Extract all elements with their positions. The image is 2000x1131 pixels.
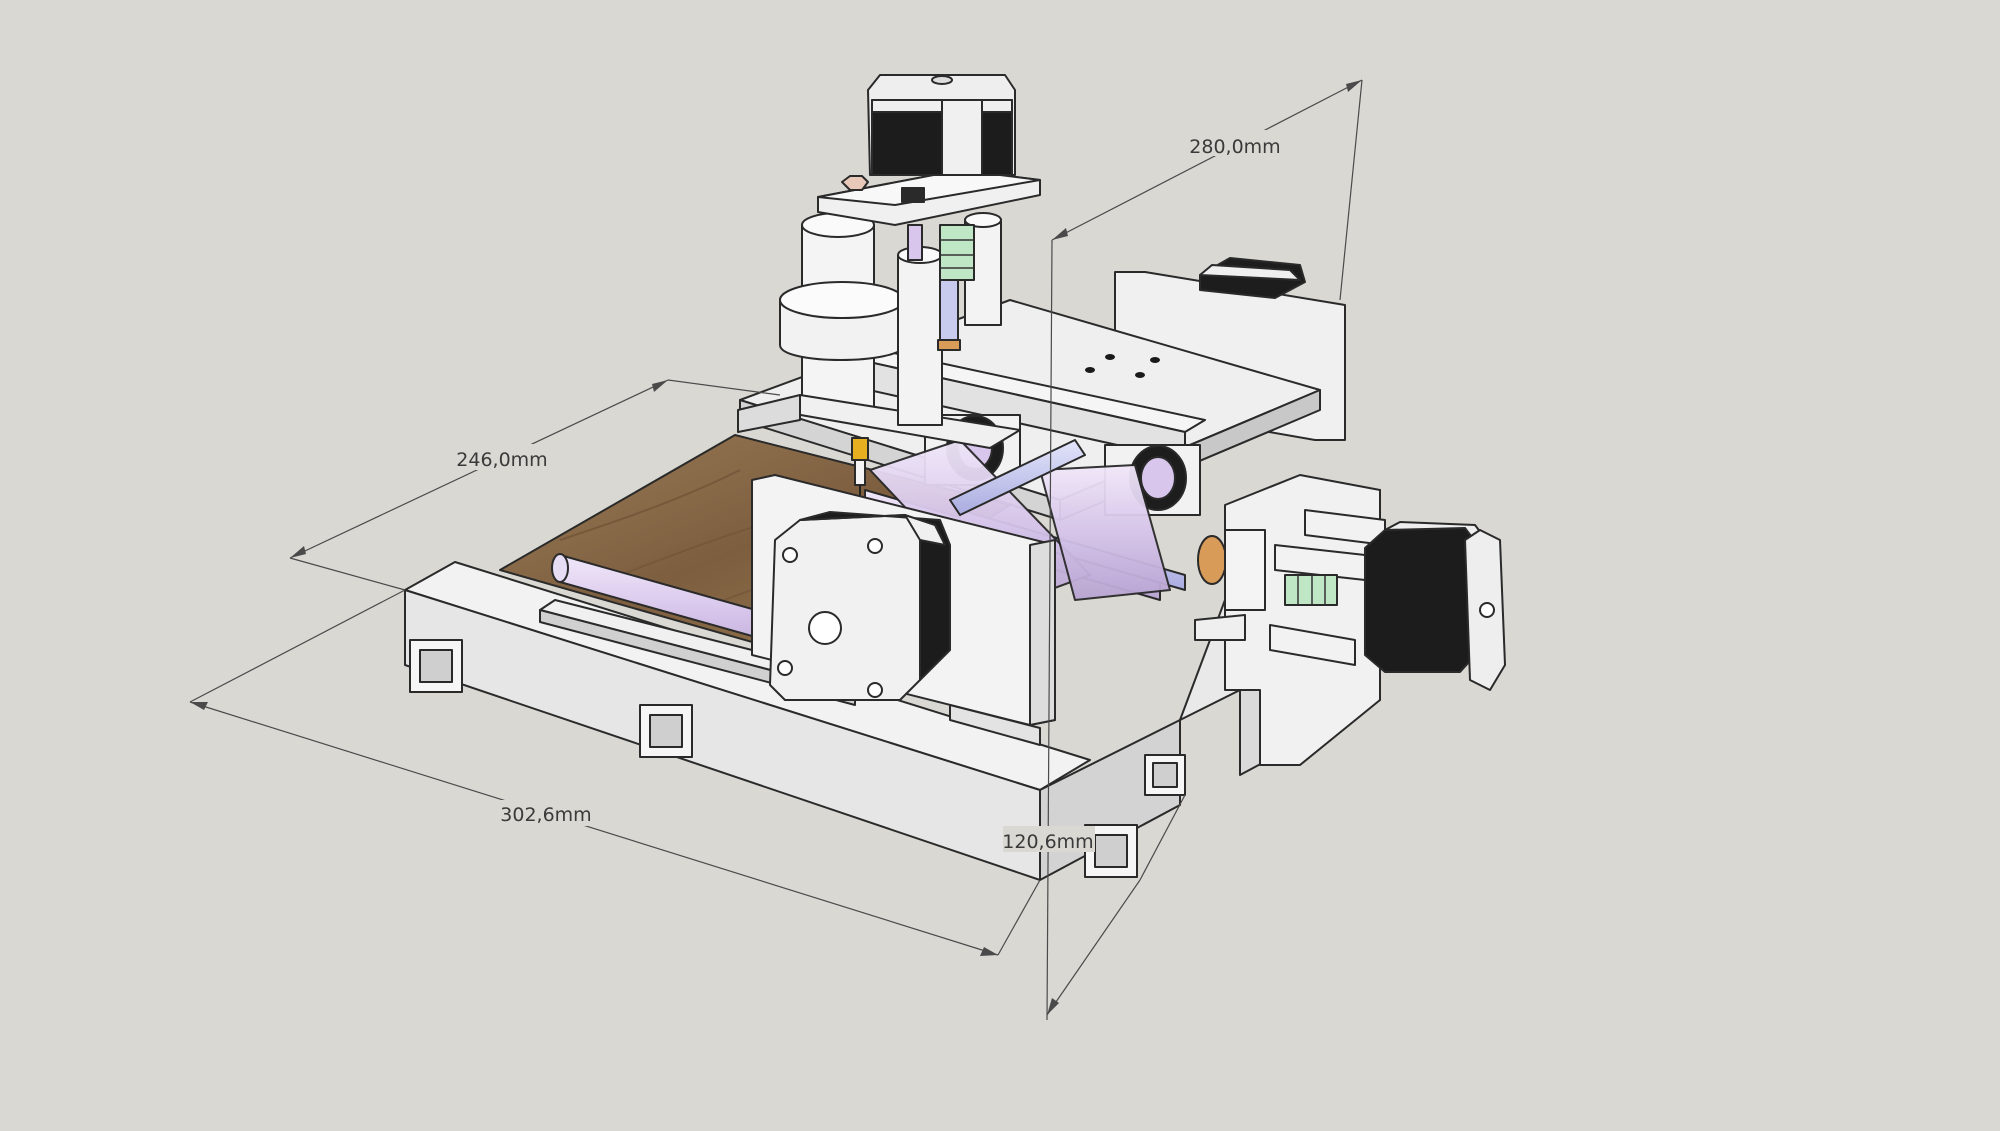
bronze-nut	[937, 339, 961, 351]
stepper-motor-icon	[867, 74, 1016, 176]
dimension-height: 120,6mm	[1002, 794, 1186, 1016]
motor-faceplate	[769, 514, 921, 701]
z-axis	[737, 74, 1041, 500]
dimension-width: 280,0mm	[1046, 79, 1363, 1021]
mount-holes	[1085, 354, 1160, 378]
stepper-motor-icon	[1364, 521, 1506, 691]
stepper-motor-icon	[769, 511, 951, 701]
dimension-depth: 246,0mm	[289, 379, 781, 591]
z-column-left	[897, 254, 943, 426]
dimension-label-120: 120,6mm	[1002, 831, 1093, 853]
coupler	[1284, 574, 1338, 606]
front-gantry	[751, 474, 1056, 746]
aluminium-profile-icon	[409, 639, 1186, 878]
dimension-label-302: 302,6mm	[500, 804, 591, 826]
bronze-bearing	[1197, 535, 1227, 585]
dimension-label-280: 280,0mm	[1189, 136, 1280, 158]
dimension-annotations: 280,0mm 246,0mm 302,6mm 1	[189, 79, 1363, 1021]
x-axis-drive	[1194, 474, 1506, 766]
dimension-length: 302,6mm	[189, 589, 1041, 956]
dimension-label-246: 246,0mm	[456, 449, 547, 471]
coupler	[939, 224, 975, 281]
stepper-motor-icon	[1199, 257, 1306, 299]
socket-screw	[901, 187, 925, 203]
hex-bolt	[841, 175, 869, 191]
